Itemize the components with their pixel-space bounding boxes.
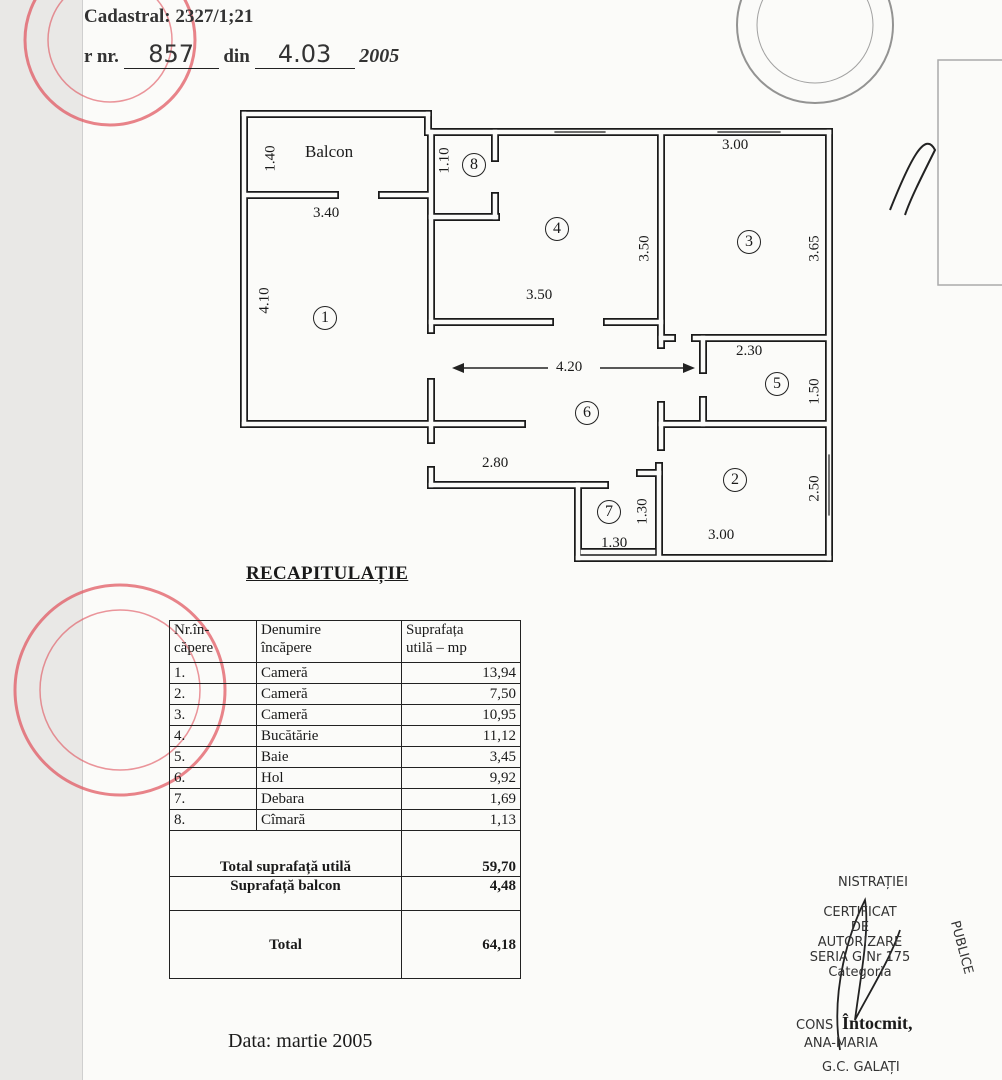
dim-pantry: 1.10 bbox=[436, 147, 453, 174]
balcony-area-value: 4,48 bbox=[401, 876, 521, 911]
cadastral-label: Cadastral: bbox=[84, 6, 171, 27]
total-util-value: 59,70 bbox=[401, 830, 521, 877]
total-value: 64,18 bbox=[401, 910, 521, 979]
room-nr: 7. bbox=[169, 788, 257, 810]
room-number-4: 4 bbox=[545, 217, 569, 241]
dim-room3-width: 3.00 bbox=[722, 137, 749, 153]
stamp-text-city: G.C. GALAȚI bbox=[822, 1060, 900, 1075]
table-row: 7. Debara 1,69 bbox=[169, 788, 521, 810]
room-nr: 5. bbox=[169, 746, 257, 768]
nr-label: r nr. bbox=[84, 46, 119, 67]
room-nr: 8. bbox=[169, 809, 257, 831]
table-row: 5. Baie 3,45 bbox=[169, 746, 521, 768]
room-area: 1,69 bbox=[401, 788, 521, 810]
din-label: din bbox=[223, 46, 250, 67]
room-number-2: 2 bbox=[723, 468, 747, 492]
room-number-7: 7 bbox=[597, 500, 621, 524]
adjacent-page-edge bbox=[0, 0, 83, 1080]
balcony-label: Balcon bbox=[305, 142, 354, 161]
cadastral-value: 2327/1;21 bbox=[175, 6, 254, 27]
dimension-arrow bbox=[452, 363, 695, 373]
dim-balcony-depth: 1.40 bbox=[262, 145, 279, 172]
room-area: 10,95 bbox=[401, 704, 521, 726]
prepared-by-label: Întocmit, bbox=[842, 1013, 913, 1033]
room-name: Hol bbox=[256, 767, 402, 789]
dim-room2-length: 2.50 bbox=[806, 475, 823, 502]
stamp-text-cons: CONS bbox=[796, 1018, 834, 1033]
dim-storage-width: 1.30 bbox=[601, 535, 628, 551]
total-util-row: Total suprafață utilă 59,70 bbox=[169, 830, 521, 877]
room-number-5: 5 bbox=[765, 372, 789, 396]
total-label: Total bbox=[169, 910, 402, 979]
table-row: 1. Cameră 13,94 bbox=[169, 662, 521, 684]
table-row: 6. Hol 9,92 bbox=[169, 767, 521, 789]
room-name: Debara bbox=[256, 788, 402, 810]
dim-hall-length: 4.20 bbox=[556, 359, 583, 375]
header-name: Denumire încăpere bbox=[256, 620, 402, 663]
room-area: 7,50 bbox=[401, 683, 521, 705]
signature-top bbox=[889, 142, 937, 216]
room-area: 11,12 bbox=[401, 725, 521, 747]
room-nr: 1. bbox=[169, 662, 257, 684]
room-area: 9,92 bbox=[401, 767, 521, 789]
area-table: Nr.în- căpere Denumire încăpere Suprafaț… bbox=[169, 620, 521, 979]
dim-storage-length: 1.30 bbox=[634, 498, 651, 525]
document-date: Data: martie 2005 bbox=[228, 1030, 373, 1052]
room-area: 1,13 bbox=[401, 809, 521, 831]
balcony-area-row: Suprafață balcon 4,48 bbox=[169, 876, 521, 911]
dim-room3-length: 3.65 bbox=[806, 235, 823, 262]
room-nr: 6. bbox=[169, 767, 257, 789]
dim-kitchen-width: 3.50 bbox=[526, 287, 553, 303]
certification-stamp bbox=[836, 897, 901, 1051]
room-number-1: 1 bbox=[313, 306, 337, 330]
total-util-label: Total suprafață utilă bbox=[169, 830, 402, 877]
room-number-3: 3 bbox=[737, 230, 761, 254]
registration-line: r nr. 857 din 4.03 2005 bbox=[84, 40, 399, 69]
table-header-row: Nr.în- căpere Denumire încăpere Suprafaț… bbox=[169, 620, 521, 663]
year: 2005 bbox=[359, 45, 400, 67]
stamp-text-name: ANA-MARIA bbox=[804, 1036, 878, 1051]
balcony-area-label: Suprafață balcon bbox=[169, 876, 402, 911]
table-row: 8. Cîmară 1,13 bbox=[169, 809, 521, 831]
dim-bath-length: 1.50 bbox=[806, 378, 823, 405]
cadastral-line: Cadastral: 2327/1;21 bbox=[84, 6, 253, 28]
floor-plan bbox=[240, 110, 833, 562]
recap-title: RECAPITULAȚIE bbox=[246, 563, 409, 584]
table-row: 4. Bucătărie 11,12 bbox=[169, 725, 521, 747]
signature-bottom bbox=[836, 897, 901, 1051]
room-number-6: 6 bbox=[575, 401, 599, 425]
room-area: 13,94 bbox=[401, 662, 521, 684]
header-nr: Nr.în- căpere bbox=[169, 620, 257, 663]
dim-room2-width: 3.00 bbox=[708, 527, 735, 543]
room-nr: 3. bbox=[169, 704, 257, 726]
total-row: Total 64,18 bbox=[169, 910, 521, 979]
room-nr: 2. bbox=[169, 683, 257, 705]
dim-kitchen-length: 3.50 bbox=[636, 235, 653, 262]
din-value: 4.03 bbox=[254, 40, 355, 69]
room-nr: 4. bbox=[169, 725, 257, 747]
room-number-8: 8 bbox=[462, 153, 486, 177]
room-name: Cîmară bbox=[256, 809, 402, 831]
room-name: Cameră bbox=[256, 683, 402, 705]
room-name: Cameră bbox=[256, 662, 402, 684]
stamp-text-arc: NISTRAȚIEI bbox=[838, 875, 908, 890]
nr-value: 857 bbox=[123, 40, 219, 69]
registry-stamp bbox=[736, 0, 1002, 286]
room-area: 3,45 bbox=[401, 746, 521, 768]
table-row: 2. Cameră 7,50 bbox=[169, 683, 521, 705]
red-stamp-top bbox=[23, 0, 197, 127]
dim-hall-width: 2.80 bbox=[482, 455, 509, 471]
room-name: Bucătărie bbox=[256, 725, 402, 747]
dim-room1-length: 4.10 bbox=[256, 287, 273, 314]
dim-room1-width: 3.40 bbox=[313, 205, 340, 221]
dim-bath-width: 2.30 bbox=[736, 343, 763, 359]
room-name: Cameră bbox=[256, 704, 402, 726]
header-area: Suprafața utilă – mp bbox=[401, 620, 521, 663]
room-name: Baie bbox=[256, 746, 402, 768]
table-row: 3. Cameră 10,95 bbox=[169, 704, 521, 726]
